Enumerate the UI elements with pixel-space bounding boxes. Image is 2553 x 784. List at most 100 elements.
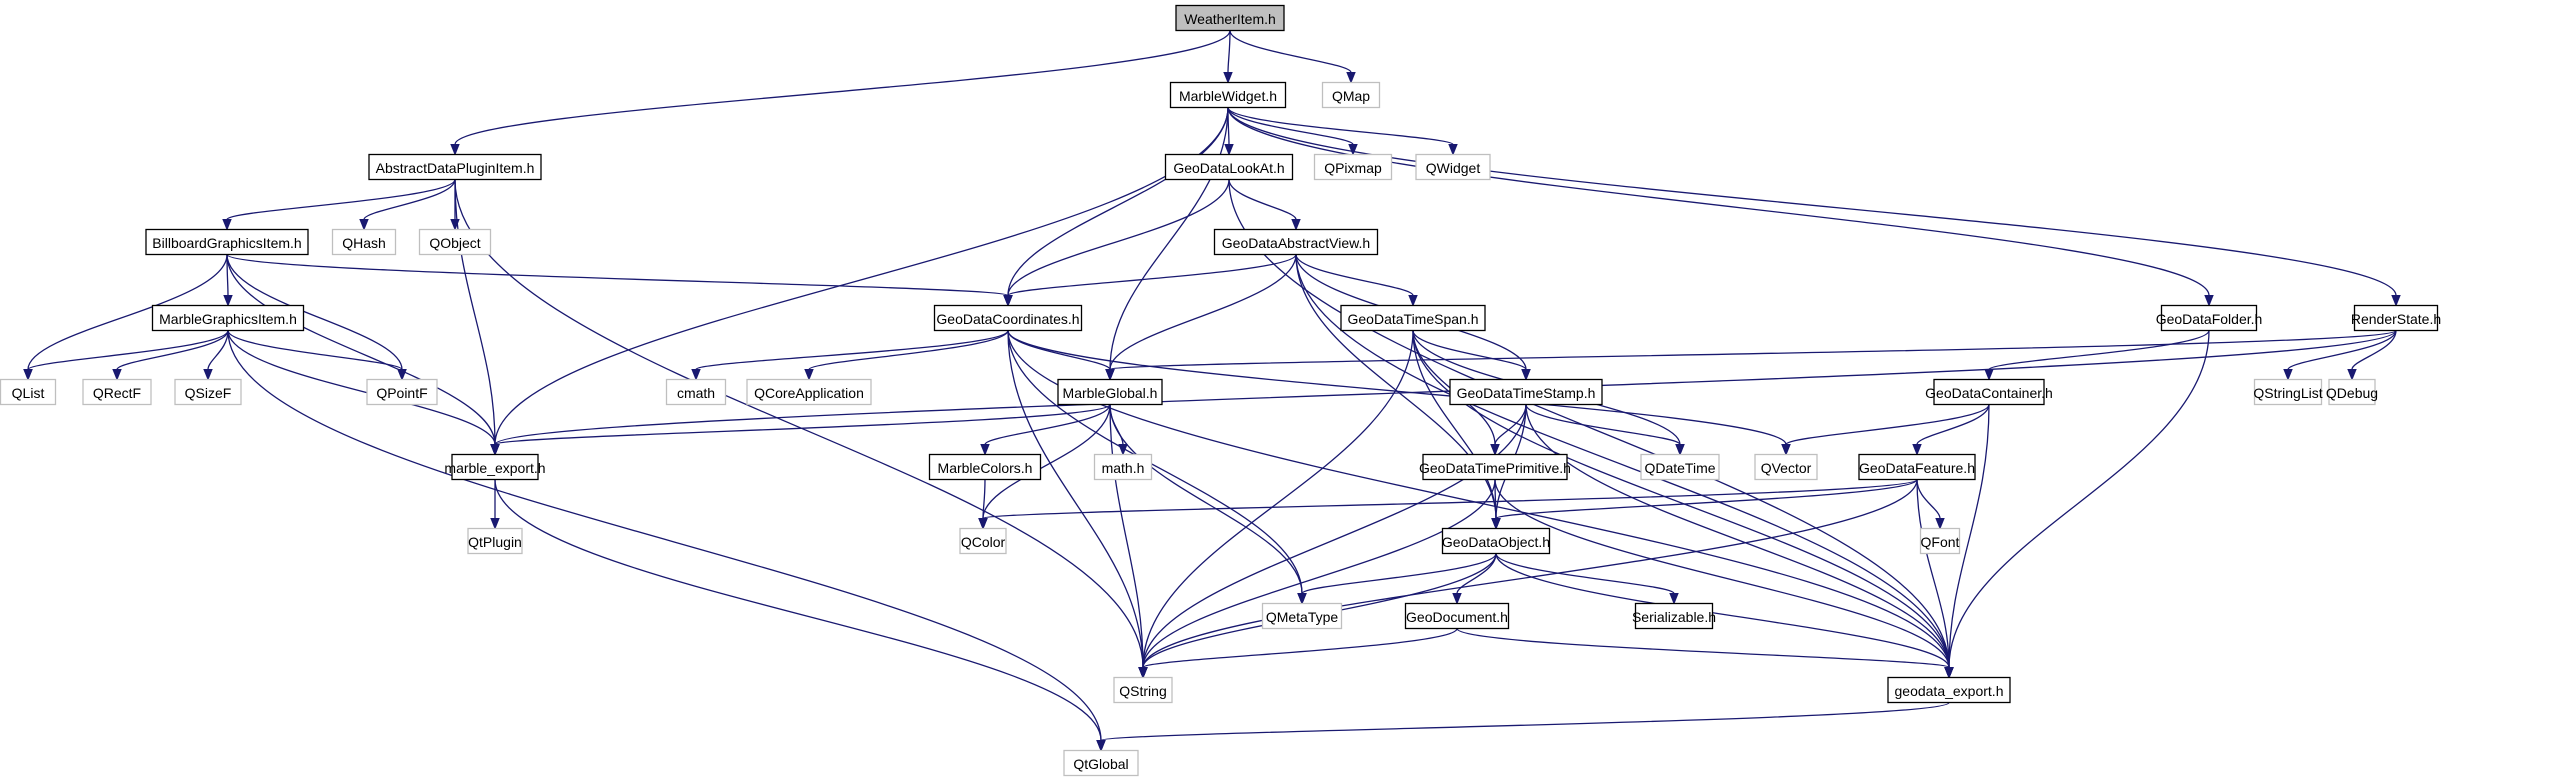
node-geodataabstractview-h[interactable]: GeoDataAbstractView.h (1213, 228, 1379, 256)
node-geodatatimeprimitive-h[interactable]: GeoDataTimePrimitive.h (1419, 453, 1571, 481)
node-geodatafolder-h[interactable]: GeoDataFolder.h (2156, 304, 2263, 332)
arrowhead-icon (397, 369, 407, 381)
arrowhead-icon (1984, 369, 1994, 381)
node-label: MarbleGraphicsItem.h (159, 311, 297, 327)
node-marbleglobal-h[interactable]: MarbleGlobal.h (1057, 378, 1163, 406)
edge-line (1301, 553, 1497, 595)
edge-line (1142, 330, 1414, 668)
node-label: marble_export.h (444, 460, 545, 476)
edge-geodataabstractview-to-geodatacoordinates (1003, 253, 1297, 307)
edge-line (1916, 479, 1950, 668)
edge-line (1495, 478, 1918, 520)
node-cmath: cmath (665, 378, 727, 406)
node-label: QPointF (376, 385, 427, 401)
edges-layer (23, 30, 2401, 752)
arrowhead-icon (1912, 444, 1922, 456)
node-geodatalookat-h[interactable]: GeoDataLookAt.h (1164, 153, 1294, 181)
arrowhead-icon (980, 444, 990, 456)
arrowhead-icon (112, 369, 122, 381)
node-qlist: QList (0, 378, 57, 406)
node-abstractdatapluginitem-h[interactable]: AbstractDataPluginItem.h (368, 153, 542, 181)
edge-line (116, 330, 229, 371)
node-label: QCoreApplication (754, 385, 864, 401)
node-geodatatimespan-h[interactable]: GeoDataTimeSpan.h (1340, 304, 1486, 332)
edge-line (1227, 30, 1231, 73)
edge-line (1007, 107, 1229, 296)
edge-line (1495, 553, 1950, 668)
node-qcolor: QColor (959, 527, 1007, 555)
node-qstringlist: QStringList (2253, 378, 2323, 406)
node-qdatetime: QDateTime (1640, 453, 1720, 481)
node-billboardgraphicsitem-h[interactable]: BillboardGraphicsItem.h (145, 228, 309, 256)
node-box (1313, 153, 1393, 181)
arrowhead-icon (1224, 144, 1234, 156)
edge-line (1412, 330, 1497, 519)
node-marble-export-h[interactable]: marble_export.h (444, 453, 546, 481)
arrowhead-icon (1944, 667, 1954, 679)
node-geodocument-h[interactable]: GeoDocument.h (1404, 602, 1510, 630)
node-box (2353, 304, 2439, 332)
edge-line (1007, 330, 1303, 594)
arrowhead-icon (223, 295, 233, 307)
edge-billboardgraphicsitem-to-geodatacoordinates (226, 253, 1013, 307)
node-label: AbstractDataPluginItem.h (376, 160, 535, 176)
node-box (1175, 4, 1285, 32)
edge-marblewidget-to-renderstate (1227, 107, 2401, 307)
node-serializable-h[interactable]: Serializable.h (1632, 602, 1716, 630)
node-marblegraphicsitem-h[interactable]: MarbleGraphicsItem.h (151, 304, 305, 332)
edge-marblegraphicsitem-to-qpointf (227, 330, 407, 381)
node-renderstate-h[interactable]: RenderState.h (2351, 304, 2441, 332)
node-math-h: math.h (1093, 453, 1153, 481)
arrowhead-icon (804, 369, 814, 381)
node-qtplugin: QtPlugin (467, 527, 523, 555)
edge-geodataabstractview-to-geodatatimespan (1295, 254, 1418, 307)
node-label: QString (1119, 683, 1166, 699)
arrowhead-icon (1452, 593, 1462, 605)
edge-geodatacontainer-to-geodatafeature (1912, 404, 1990, 456)
node-marblewidget-h[interactable]: MarbleWidget.h (1169, 81, 1287, 109)
arrowhead-icon (1669, 593, 1679, 605)
edge-geodatatimespan-to-geodatatimestamp (1412, 330, 1531, 381)
node-weatheritem-h[interactable]: WeatherItem.h (1175, 4, 1285, 32)
node-box (1933, 378, 2045, 406)
edge-billboardgraphicsitem-to-marble-export (226, 254, 500, 456)
node-box (1164, 153, 1294, 181)
edge-marblewidget-to-qpixmap (1227, 107, 1358, 156)
arrowhead-icon (1346, 72, 1356, 84)
edge-line (1525, 404, 1950, 668)
node-qfont: QFont (1919, 527, 1961, 555)
edge-line (27, 254, 228, 370)
edge-marblegraphicsitem-to-qsizef (203, 330, 229, 381)
arrowhead-icon (1291, 219, 1301, 231)
node-box (1113, 676, 1173, 704)
node-geodataobject-h[interactable]: GeoDataObject.h (1441, 527, 1551, 555)
node-box (1441, 527, 1551, 555)
node-box (1213, 228, 1379, 256)
node-marblecolors-h[interactable]: MarbleColors.h (928, 453, 1042, 481)
edge-renderstate-to-qdebug (2347, 330, 2397, 381)
node-geodatacoordinates-h[interactable]: GeoDataCoordinates.h (933, 304, 1083, 332)
node-label: QColor (961, 534, 1006, 550)
edge-line (1494, 479, 1950, 668)
arrowhead-icon (1223, 72, 1233, 84)
edge-line (227, 330, 1102, 741)
edge-line (2351, 330, 2397, 370)
edge-renderstate-to-qstringlist (2283, 330, 2397, 381)
edge-line (1109, 254, 1297, 370)
edge-geodatalookat-to-geodatacoordinates (1003, 179, 1230, 307)
edge-marbleglobal-to-marblecolors (980, 404, 1111, 456)
edge-line (1228, 179, 1297, 220)
node-geodatafeature-h[interactable]: GeoDataFeature.h (1858, 453, 1976, 481)
node-box (928, 453, 1042, 481)
edge-line (226, 253, 1009, 297)
node-box (1919, 527, 1961, 555)
node-geodatacontainer-h[interactable]: GeoDataContainer.h (1925, 378, 2053, 406)
node-geodata-export-h[interactable]: geodata_export.h (1887, 676, 2011, 704)
edge-line (1007, 253, 1297, 297)
node-label: QVector (1761, 460, 1812, 476)
node-label: GeoDataAbstractView.h (1222, 235, 1370, 251)
node-geodatatimestamp-h[interactable]: GeoDataTimeStamp.h (1449, 378, 1603, 406)
node-label: QFont (1921, 534, 1960, 550)
